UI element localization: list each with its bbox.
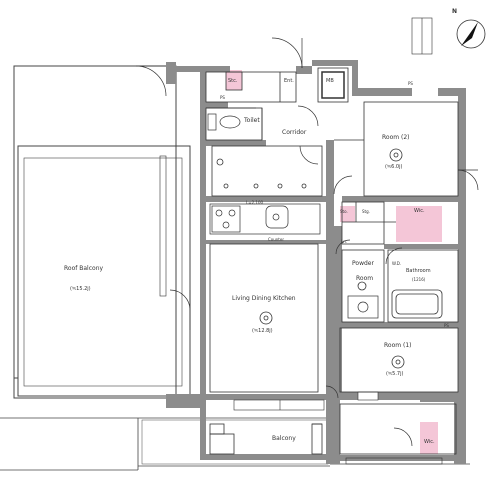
entrance-label: Ent. [284,78,294,84]
bathroom-label: Bathroom [406,268,431,274]
washbasin [347,295,379,319]
room1-label: Room (1) [384,342,412,349]
wic-top-label: Wic. [414,208,425,214]
toilet-fixture [207,113,241,131]
counter-label: Counter [268,237,284,242]
stg-label: Stg. [362,209,370,214]
kitchen-dimension: L=2,100 [246,200,264,205]
roof-balcony-size: (≒15.2j) [70,286,91,292]
corridor-label: Corridor [282,129,307,136]
ps-right-label: PS [444,323,449,328]
wd-label: W.D. [392,261,402,266]
balcony-label: Balcony [272,435,296,442]
ldk-size: (≒12.8j) [252,328,273,334]
wic-bottom-label: Wic. [424,439,435,445]
ps-top-label: PS [408,81,413,86]
exterior-walls [166,60,466,464]
openings [159,155,443,465]
powder-room-label-2: Room [356,275,374,282]
sto-label: Sto. [340,209,348,214]
interior-lines [205,67,459,455]
roof-balcony-area [13,65,191,399]
roof-balcony-label: Roof Balcony [64,265,104,272]
compass-icon [456,19,486,49]
mb-label: MB [326,78,334,84]
storage-highlights [226,70,442,454]
top-right-window [411,17,433,55]
bathroom-size: (1216) [412,277,426,282]
kitchen [209,203,321,235]
compass-north-label: N [452,8,458,15]
powder-room-label-1: Powder [352,260,374,267]
ceiling-lights [216,148,405,369]
balcony-rails [0,417,470,471]
ldk-label: Living Dining Kitchen [232,295,296,302]
room2-label: Room (2) [382,134,410,141]
door-swings [135,37,479,447]
toilet-label: Toilet [244,117,260,124]
ps-left-label: PS [220,95,225,100]
room1-size: (≒5.7j) [386,371,404,377]
room2-size: (≒6.0j) [385,164,403,170]
ln-label: Ln. [341,239,348,244]
stc-label: Stc. [228,78,238,84]
